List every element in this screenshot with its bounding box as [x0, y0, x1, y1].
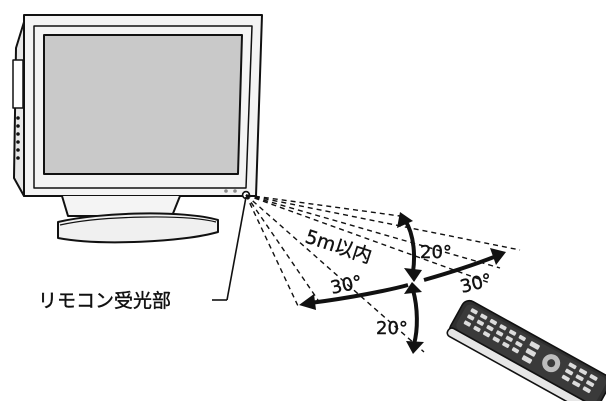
tv-icon: [12, 14, 263, 244]
angle-label-right: 30°: [458, 270, 494, 298]
tv-screen: [43, 34, 243, 175]
vertical-angle-arrow: [397, 212, 424, 354]
angle-label-up: 20°: [420, 242, 452, 263]
sensor-label: リモコン受光部: [38, 290, 171, 312]
sensor-leader-line: [212, 196, 247, 301]
angle-label-down: 20°: [376, 318, 408, 339]
distance-label: 5m以内: [302, 226, 374, 268]
range-lines: [245, 194, 521, 353]
horizontal-angle-arrow: [299, 248, 506, 310]
remote-control-icon: [446, 299, 606, 401]
